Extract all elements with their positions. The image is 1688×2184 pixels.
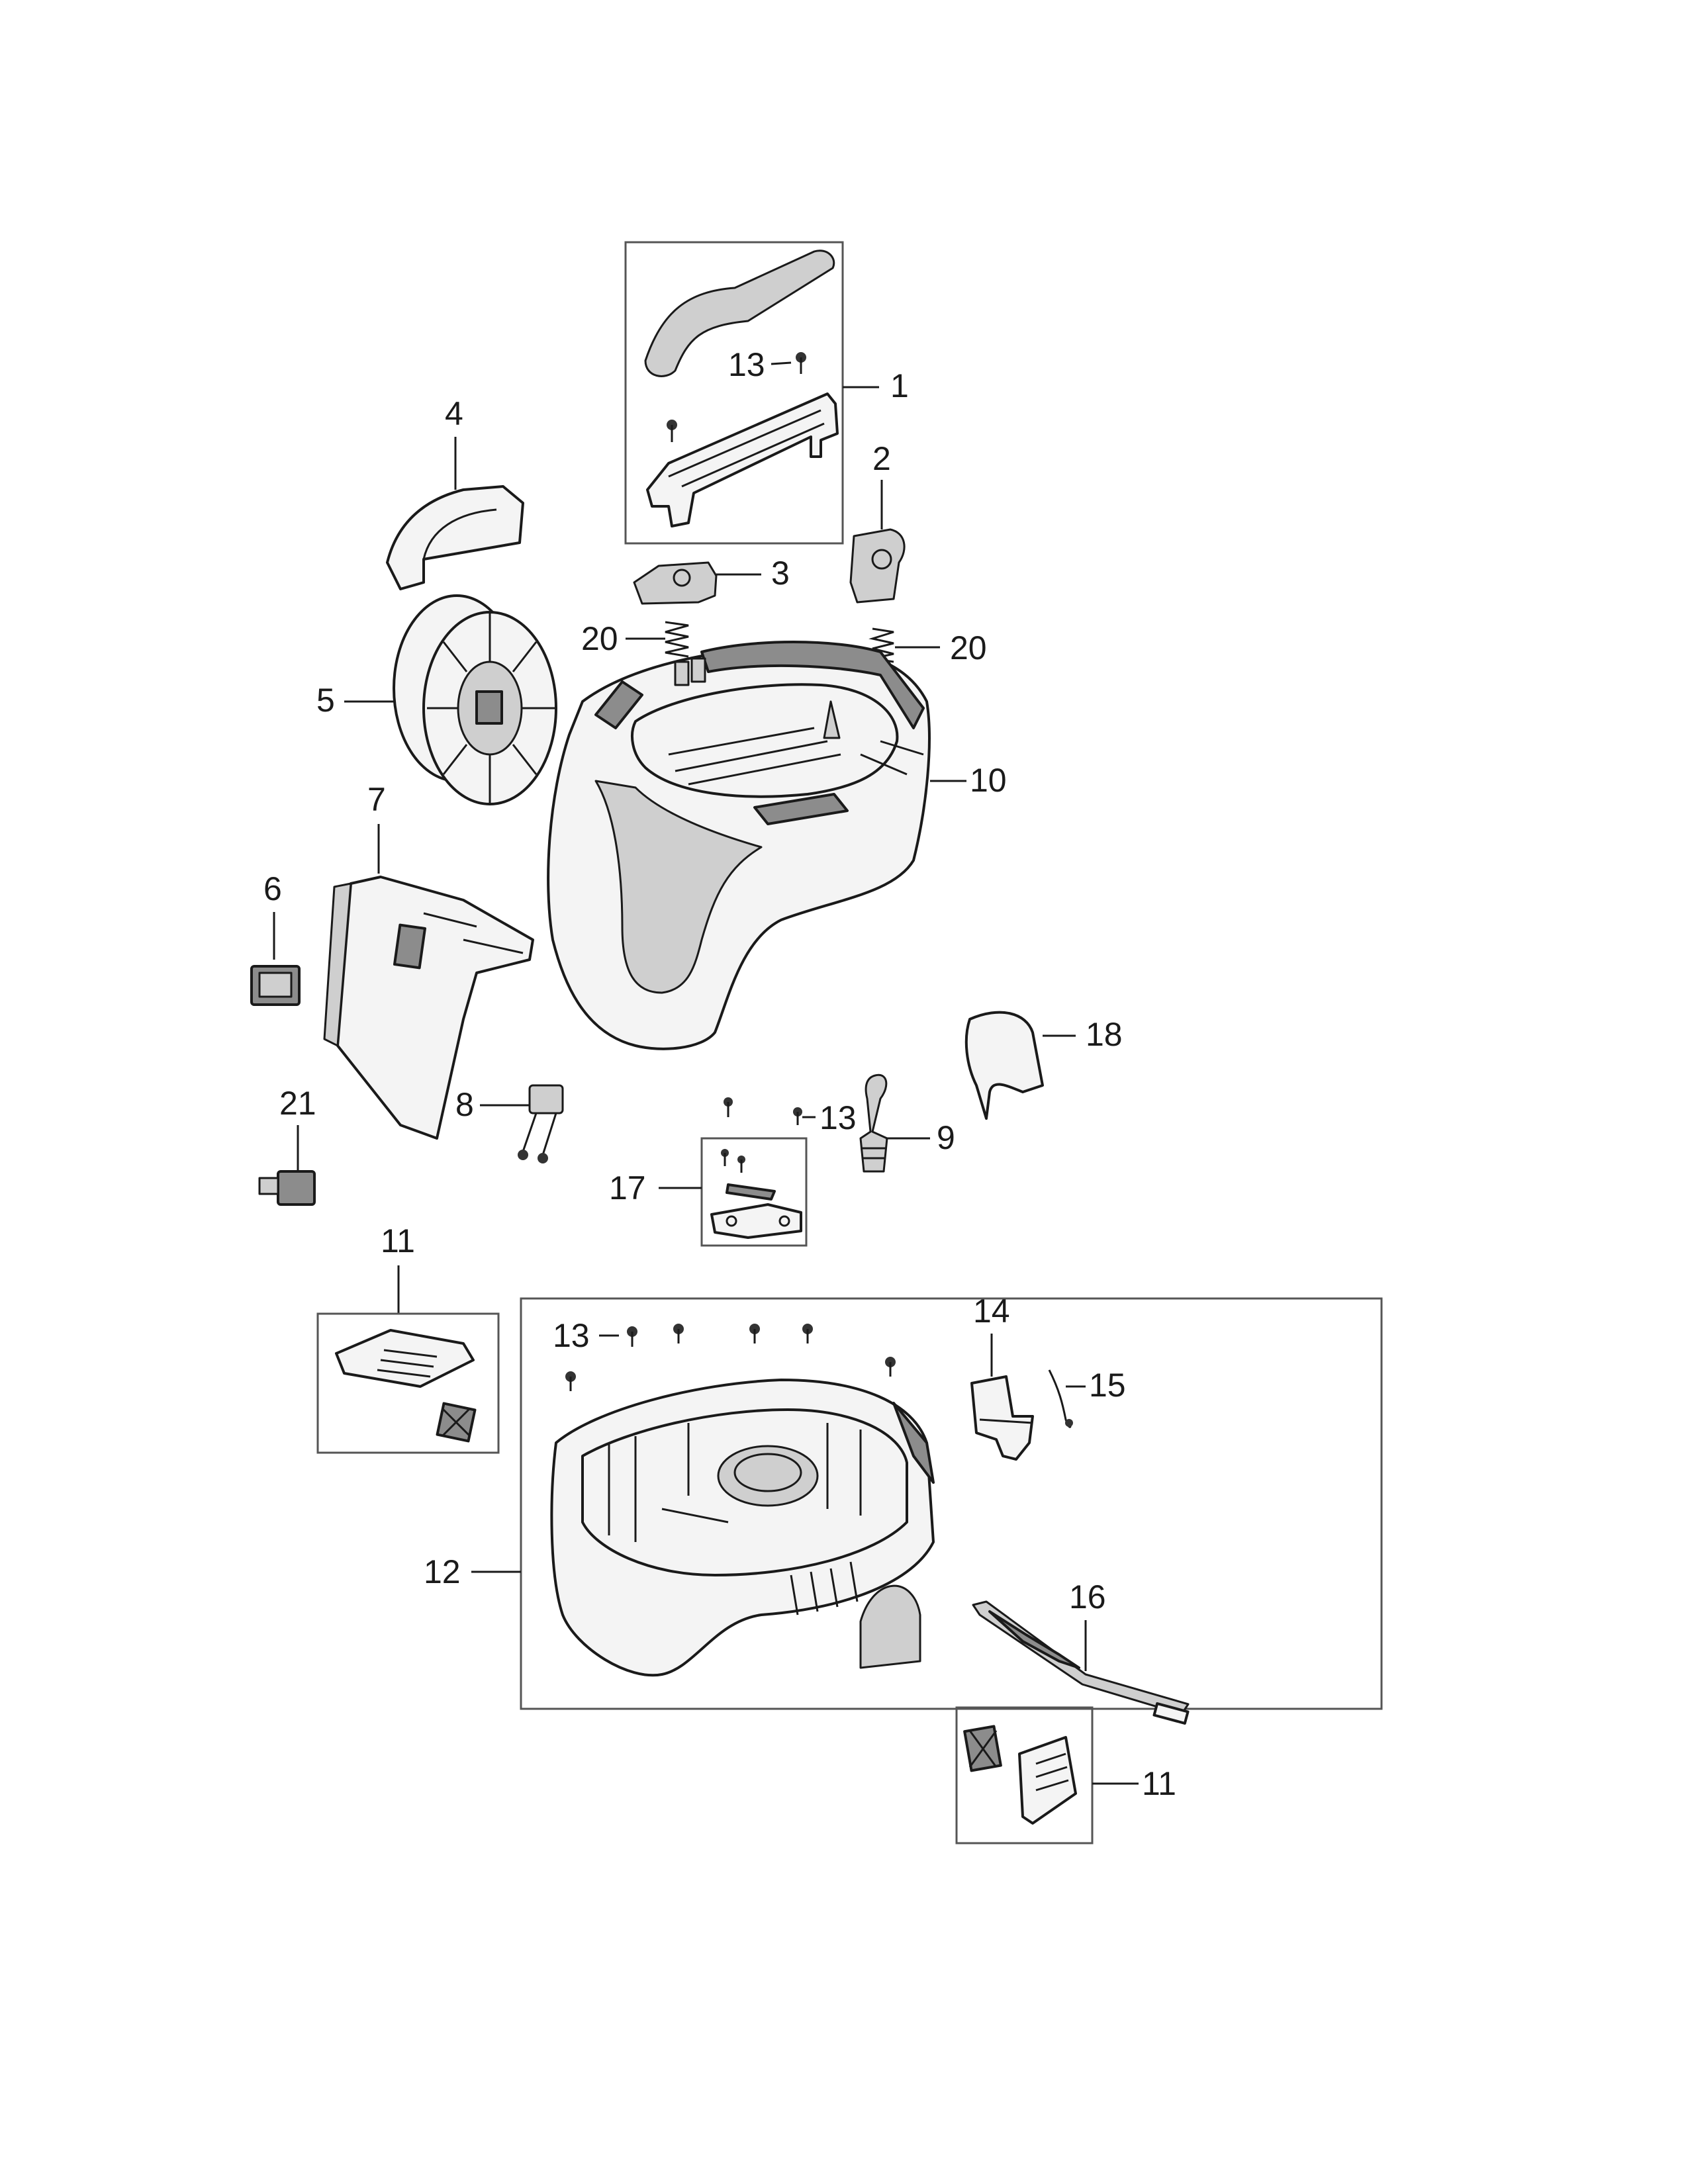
handle-grip xyxy=(644,250,835,377)
callout-3: 3 xyxy=(771,555,790,592)
deflector xyxy=(964,1011,1044,1120)
callout-10: 10 xyxy=(970,762,1007,799)
callout-13-mid: 13 xyxy=(820,1099,857,1136)
part-3-button: 3 xyxy=(633,555,790,605)
spring-left xyxy=(665,621,689,658)
part-20-springs: 20 20 xyxy=(581,620,987,666)
screw-icon xyxy=(802,1324,813,1343)
callout-1: 1 xyxy=(890,367,909,404)
screw-icon xyxy=(627,1326,637,1347)
part-1-handle-assembly: 13 1 xyxy=(624,241,909,545)
pivot-pin xyxy=(859,1073,888,1173)
spring-clip xyxy=(1048,1369,1072,1428)
bracket-body xyxy=(710,1203,802,1239)
callout-11-top: 11 xyxy=(381,1222,415,1259)
part-18-deflector: 18 xyxy=(964,1011,1123,1120)
capacitor-body xyxy=(528,1084,564,1115)
button-right xyxy=(849,528,906,604)
panel-window xyxy=(393,923,426,970)
housing-handle-recess xyxy=(594,780,763,994)
part-10-housing: 10 xyxy=(547,641,1007,1050)
grille-plate xyxy=(1018,1736,1077,1825)
part-6-switch: 6 xyxy=(250,870,301,1006)
part-1-box xyxy=(624,241,844,545)
reel-cover xyxy=(386,485,524,590)
part-15-spring-clip: 15 xyxy=(1048,1367,1126,1428)
callout-17: 17 xyxy=(609,1169,646,1206)
callout-20-left: 20 xyxy=(581,620,618,657)
part-21-switch: 21 xyxy=(258,1085,316,1206)
callout-9: 9 xyxy=(937,1119,955,1156)
thermal-switch xyxy=(277,1170,316,1206)
part-11-grille-kit-top: 11 xyxy=(316,1222,500,1454)
strap xyxy=(972,1600,1190,1715)
callout-7: 7 xyxy=(367,781,386,818)
callout-14: 14 xyxy=(973,1293,1010,1330)
screw-icon xyxy=(793,1107,802,1125)
callout-13-base: 13 xyxy=(553,1317,590,1354)
screw-icon xyxy=(796,352,806,374)
callout-2: 2 xyxy=(872,440,891,477)
part-4-cover: 4 xyxy=(386,395,524,590)
part-2-button: 2 xyxy=(849,440,906,604)
part-16-strap: 16 xyxy=(972,1578,1190,1725)
callout-12: 12 xyxy=(424,1553,461,1590)
grille-plate xyxy=(335,1329,475,1388)
callout-8: 8 xyxy=(455,1086,474,1123)
part-9-pivot-pin: 9 xyxy=(859,1073,955,1173)
housing-grille xyxy=(700,641,925,729)
screw-icon xyxy=(565,1371,576,1391)
callout-21: 21 xyxy=(279,1085,316,1122)
screw-icon xyxy=(673,1324,684,1343)
part-11-grille-kit-bottom: 11 xyxy=(955,1706,1176,1844)
part-17-bracket: 13 17 xyxy=(609,1097,857,1247)
callout-16: 16 xyxy=(1069,1578,1106,1615)
callout-20-right: 20 xyxy=(950,629,987,666)
callout-11-bottom: 11 xyxy=(1142,1765,1176,1802)
part-17-box xyxy=(700,1137,808,1247)
screw-icon xyxy=(724,1097,733,1117)
part-14-latch: 14 xyxy=(970,1293,1034,1461)
part-5-cable-reel: 5 xyxy=(316,594,557,805)
callout-4: 4 xyxy=(445,395,463,432)
callout-6: 6 xyxy=(263,870,282,907)
callout-13-top: 13 xyxy=(728,346,765,383)
screw-icon xyxy=(737,1156,745,1173)
screw-icon xyxy=(667,420,677,442)
front-panel xyxy=(336,876,534,1140)
part-11-box-bottom xyxy=(955,1706,1094,1844)
part-12-base: 13 12 xyxy=(424,1297,1383,1710)
latch xyxy=(970,1375,1034,1461)
callout-5: 5 xyxy=(316,682,335,719)
part-12-box xyxy=(520,1297,1383,1710)
part-8-capacitor: 8 xyxy=(455,1084,564,1163)
screw-icon xyxy=(749,1324,760,1343)
screw-icon xyxy=(885,1357,896,1377)
screw-icon xyxy=(721,1149,729,1166)
part-11-box-top xyxy=(316,1312,500,1454)
callout-15: 15 xyxy=(1089,1367,1126,1404)
callout-18: 18 xyxy=(1086,1016,1123,1053)
part-7-front-panel: 7 xyxy=(323,781,534,1140)
